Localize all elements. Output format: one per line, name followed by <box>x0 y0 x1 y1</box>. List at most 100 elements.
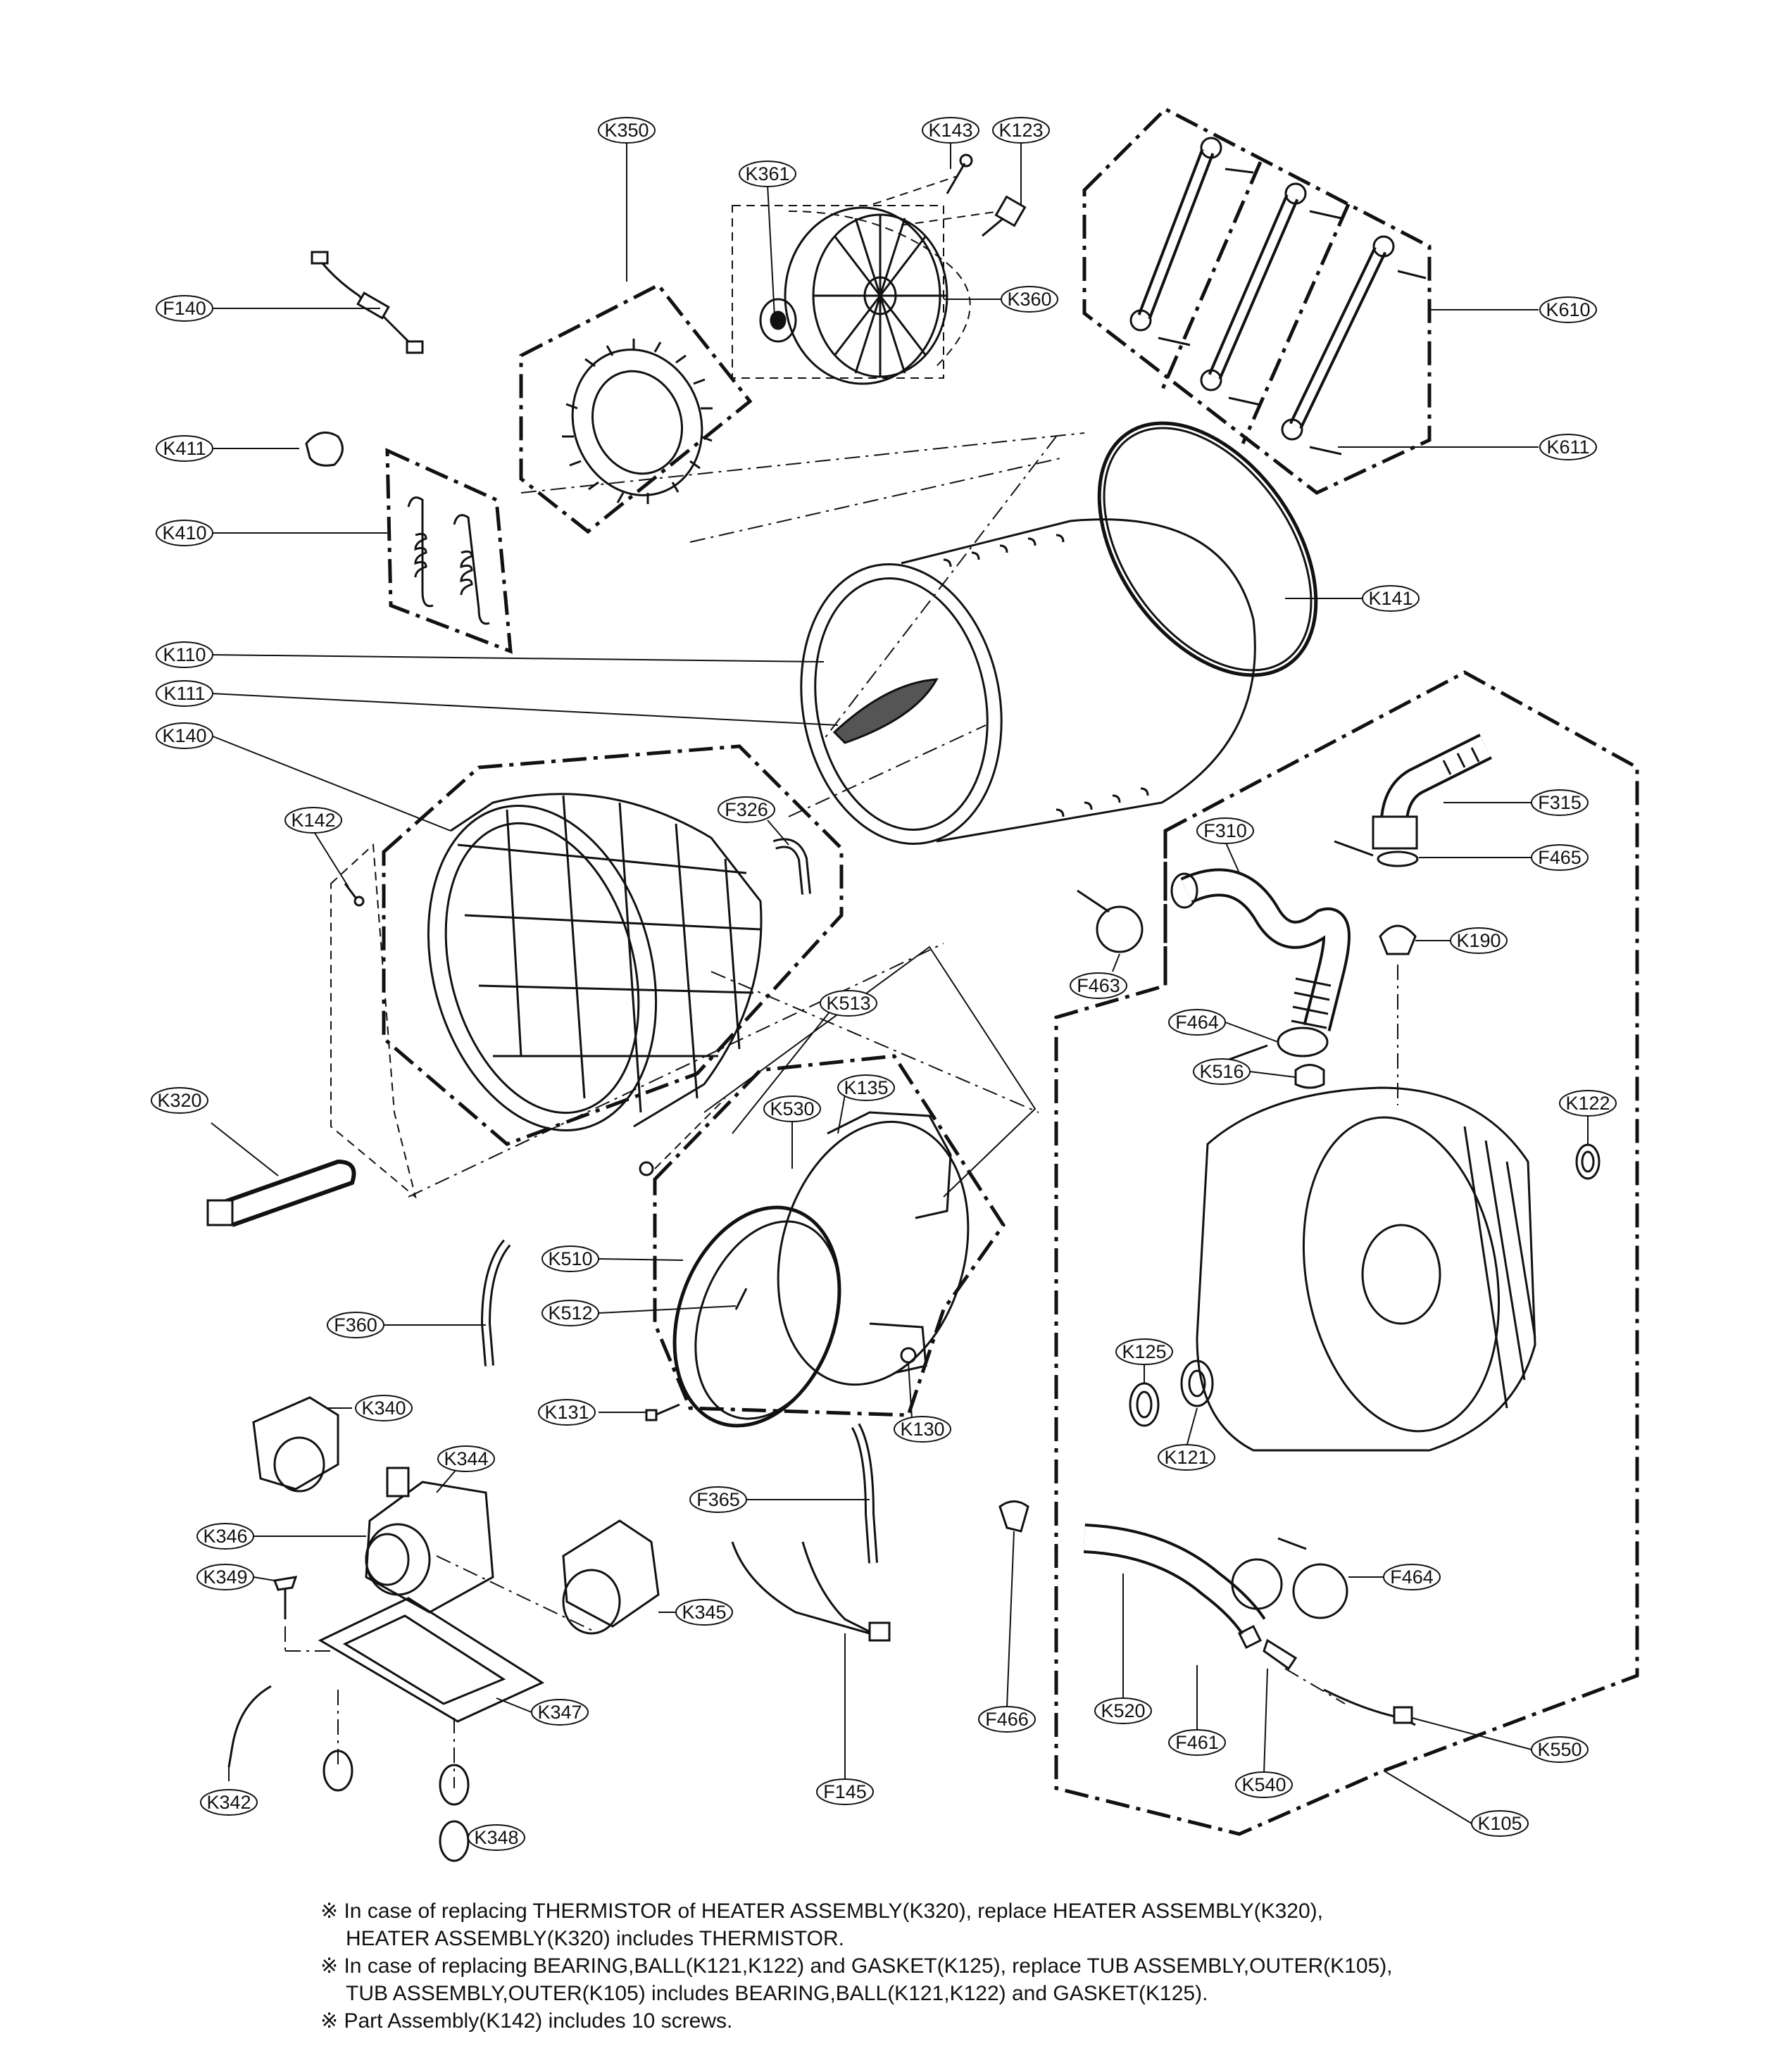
part-k349-pin <box>273 1576 298 1619</box>
callout-label: K410 <box>162 522 206 544</box>
callout-bubble <box>1531 1736 1589 1763</box>
callout-bubble <box>1168 1729 1226 1756</box>
callout-label: F360 <box>334 1314 377 1336</box>
callout-f463: F463 <box>1070 972 1127 999</box>
part-k142-screw <box>344 883 365 907</box>
callout-bubble <box>200 1789 258 1816</box>
part-f461-clip <box>1237 1624 1263 1650</box>
callout-bubble <box>894 1416 951 1443</box>
callout-label: F461 <box>1175 1732 1219 1753</box>
callout-bubble <box>1362 585 1420 612</box>
callout-bubble <box>1559 1090 1617 1117</box>
callout-label: K340 <box>361 1398 406 1419</box>
part-f466-clip <box>998 1500 1029 1533</box>
callout-label: F463 <box>1077 975 1120 996</box>
group-outline-k360 <box>732 205 944 379</box>
leader-k140-k110 <box>788 724 987 817</box>
callout-k190: K190 <box>1450 927 1508 954</box>
part-k610-shock-absorbers <box>1129 137 1427 456</box>
part-k122-bearing <box>1575 1143 1601 1180</box>
callout-f464b: F464 <box>1383 1564 1441 1590</box>
part-k121-bearing <box>1180 1360 1214 1407</box>
callout-bubble <box>531 1699 589 1726</box>
callout-bubble <box>151 1087 208 1114</box>
callout-label: K122 <box>1565 1093 1610 1114</box>
dashed-k513-bolt <box>654 1098 726 1169</box>
footnote-1-line-2: HEATER ASSEMBLY(K320) includes THERMISTO… <box>346 1927 845 1950</box>
callout-label: K143 <box>928 120 972 141</box>
callout-k520: K520 <box>1094 1697 1152 1724</box>
callout-bubble <box>1001 286 1058 313</box>
callout-bubble <box>156 435 213 462</box>
callout-bubble <box>1196 817 1254 844</box>
callout-bubble <box>675 1599 733 1626</box>
group-outline-k105 <box>1054 670 1639 1836</box>
footnotes: ※ In case of replacing THERMISTOR of HEA… <box>320 1897 1715 2035</box>
callout-bubble <box>196 1523 254 1550</box>
callout-k361: K361 <box>739 161 796 187</box>
callout-k122: K122 <box>1559 1090 1617 1117</box>
callout-label: K140 <box>162 725 206 746</box>
part-k513-bolt <box>639 1161 654 1176</box>
callout-bubble <box>355 1395 413 1421</box>
callout-bubble <box>1235 1771 1293 1798</box>
callout-k111: K111 <box>156 680 213 707</box>
leader-k540-k550 <box>1284 1668 1346 1704</box>
callout-label: K344 <box>444 1448 488 1469</box>
part-k123-nut <box>982 195 1027 237</box>
part-k510-ring <box>672 1205 841 1428</box>
group-divider-k610-a <box>1160 161 1263 391</box>
callout-label: K131 <box>544 1402 589 1423</box>
callout-k130: K130 <box>894 1416 951 1443</box>
callout-label: K320 <box>157 1090 201 1111</box>
group-divider-k610-b <box>1241 203 1351 445</box>
callout-bubble <box>437 1445 495 1472</box>
part-f465-clamp <box>1334 840 1419 867</box>
callout-bubble <box>1115 1338 1173 1365</box>
callout-bubble <box>541 1245 599 1272</box>
callout-bubble <box>1471 1810 1529 1837</box>
callout-f365: F365 <box>689 1486 747 1513</box>
part-k135-bracket <box>827 1111 952 1219</box>
callout-bubble <box>538 1399 596 1426</box>
callout-f466: F466 <box>978 1706 1036 1733</box>
callout-k550: K550 <box>1531 1736 1589 1763</box>
callout-k141: K141 <box>1362 585 1420 612</box>
callout-bubble <box>1070 972 1127 999</box>
callout-label: K516 <box>1199 1061 1244 1082</box>
callout-f465: F465 <box>1531 844 1589 871</box>
callout-label: K348 <box>474 1827 518 1848</box>
callout-bubble <box>1158 1444 1215 1471</box>
callout-k340: K340 <box>355 1395 413 1421</box>
group-outline-k350 <box>519 282 753 534</box>
callout-k131: K131 <box>538 1399 596 1426</box>
part-k410-springs <box>407 496 490 625</box>
callout-bubble <box>156 295 213 322</box>
part-k110-drum <box>800 518 1256 845</box>
callout-label: K345 <box>682 1602 726 1623</box>
part-k348-feet <box>322 1750 470 1862</box>
part-f315-hose <box>1372 734 1492 850</box>
callout-label: K540 <box>1241 1774 1286 1795</box>
group-outline-k410 <box>385 448 513 654</box>
callout-k610: K610 <box>1539 296 1597 323</box>
solid-aux-lines <box>703 946 1037 1198</box>
callout-k121: K121 <box>1158 1444 1215 1471</box>
callout-bubble <box>468 1824 525 1851</box>
callout-bubble <box>1168 1009 1226 1036</box>
callout-bubble <box>739 161 796 187</box>
callout-label: K411 <box>163 438 206 459</box>
callout-label: K349 <box>203 1566 247 1588</box>
callout-label: K141 <box>1368 588 1413 609</box>
callout-k320: K320 <box>151 1087 208 1114</box>
part-sketches <box>206 137 1601 1862</box>
part-k520-hose <box>1083 1524 1283 1635</box>
leader-k110-k141 <box>823 436 1057 740</box>
callout-bubble <box>1450 927 1508 954</box>
callout-k411: K411 <box>156 435 213 462</box>
callout-label: F466 <box>985 1709 1029 1730</box>
callout-label: K347 <box>537 1702 582 1723</box>
callout-label: K550 <box>1537 1739 1582 1760</box>
callout-k516: K516 <box>1193 1058 1251 1085</box>
